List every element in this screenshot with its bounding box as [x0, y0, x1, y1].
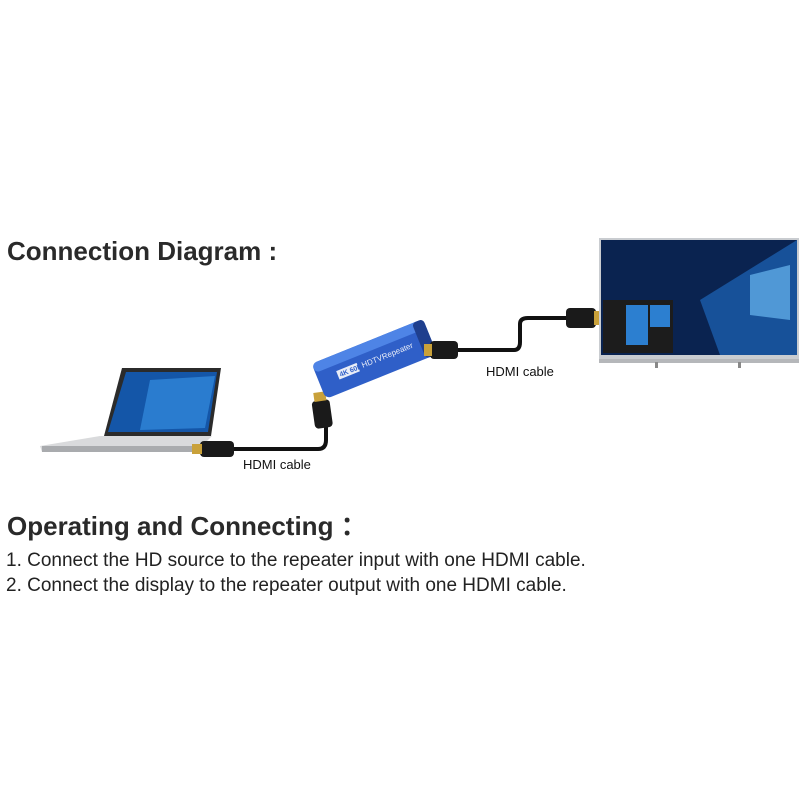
connection-diagram-heading: Connection Diagram : — [7, 236, 278, 266]
repeater-input-plug — [311, 391, 333, 429]
hdmi-repeater-device: 4K 60Hz HDTVRepeater — [313, 320, 436, 398]
tv-image — [599, 238, 799, 368]
output-hdmi-cable — [455, 316, 580, 352]
input-hdmi-cable — [232, 420, 328, 451]
laptop-image — [40, 368, 221, 452]
step-1: 1. Connect the HD source to the repeater… — [6, 550, 586, 571]
input-cable-label: HDMI cable — [243, 457, 311, 472]
step-2: 2. Connect the display to the repeater o… — [6, 575, 567, 596]
laptop-hdmi-plug — [200, 441, 234, 457]
output-cable-label: HDMI cable — [486, 364, 554, 379]
operating-heading: Operating and Connecting ： — [7, 511, 367, 541]
